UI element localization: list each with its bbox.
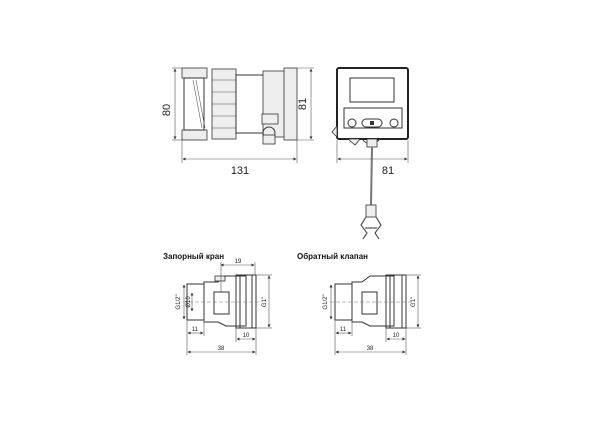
check-valve-drawing: Обратный клапан G1/2" G1" 11 10 38 — [297, 252, 421, 355]
menu-button-icon — [361, 118, 383, 128]
dim-10: 10 — [243, 333, 250, 339]
dim-g1: G1" — [411, 297, 417, 307]
dim-bore: Ø10 — [186, 296, 192, 308]
minus-button-icon — [347, 118, 357, 128]
check-valve-title: Обратный клапан — [297, 252, 368, 261]
ball-valve-drawing: Запорный кран 19 G1/2" Ø10 G1" 11 10 38 — [163, 252, 272, 355]
dim-38: 38 — [218, 346, 225, 352]
dim-38: 38 — [367, 346, 374, 352]
plus-button-icon — [389, 118, 399, 128]
pump-side-view: 80 81 131 — [161, 67, 314, 177]
dim-g12: G1/2" — [323, 294, 329, 309]
dim-g12: G1/2" — [176, 294, 182, 309]
dim-height-80: 80 — [161, 104, 173, 116]
dim-width-81: 81 — [382, 165, 394, 177]
dim-11: 11 — [192, 327, 199, 333]
controller-front-view: 81 — [331, 67, 409, 240]
dim-height-81: 81 — [297, 98, 309, 110]
dim-19: 19 — [235, 259, 242, 265]
dim-11: 11 — [340, 327, 347, 333]
ball-valve-title: Запорный кран — [163, 252, 224, 261]
dim-length-131: 131 — [231, 165, 249, 177]
dim-g1: G1" — [262, 297, 268, 307]
dim-10: 10 — [393, 333, 400, 339]
